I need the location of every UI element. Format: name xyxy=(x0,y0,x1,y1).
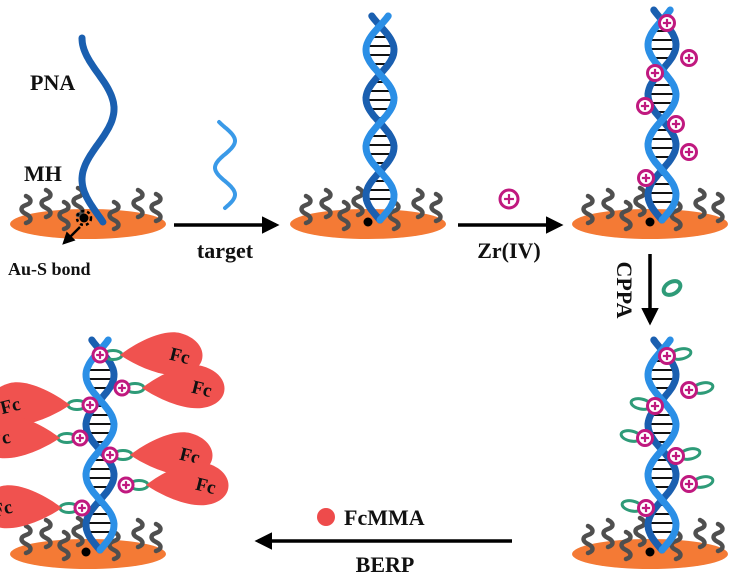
fcmma-label: FcMMA xyxy=(344,505,425,530)
au-s-pointer-arrow xyxy=(62,226,81,245)
mh-molecule xyxy=(633,185,647,218)
anchor-dot xyxy=(79,213,89,223)
fc-label: Fc xyxy=(189,377,214,402)
mh-molecule xyxy=(19,523,33,556)
mh-molecule xyxy=(131,187,145,220)
fc-label: Fc xyxy=(167,344,192,369)
panel-zr-bound xyxy=(572,6,728,239)
mh-molecule xyxy=(131,517,145,550)
mh-molecule xyxy=(149,521,163,554)
mh-molecule xyxy=(711,191,725,224)
pna-strand xyxy=(362,12,398,224)
mh-molecule xyxy=(633,515,647,548)
mh-label: MH xyxy=(24,161,62,186)
fcmma-dot-icon xyxy=(317,508,335,526)
cppa-icon xyxy=(661,279,683,297)
target-strand-icon xyxy=(213,120,237,210)
mh-molecule xyxy=(319,187,333,220)
mh-molecule xyxy=(387,199,401,232)
mh-molecule xyxy=(39,187,53,220)
fc-label: Fc xyxy=(0,394,23,419)
berp-label: BERP xyxy=(356,552,415,577)
pna-label: PNA xyxy=(30,70,75,95)
mh-molecule xyxy=(149,191,163,224)
pna-strand xyxy=(82,336,118,554)
anchor-dot xyxy=(363,217,373,227)
mh-molecule xyxy=(619,199,633,232)
au-s-bond-marker xyxy=(75,209,93,227)
fc-polymer-blob xyxy=(0,485,62,529)
anchor-dot xyxy=(81,547,91,557)
cppa-icon xyxy=(661,279,683,297)
mh-molecule xyxy=(693,517,707,550)
mh-molecule xyxy=(669,199,683,232)
zr-label: Zr(IV) xyxy=(477,238,541,263)
mh-molecule xyxy=(351,185,365,218)
fc-polymer-blob xyxy=(0,415,60,459)
mh-molecule xyxy=(619,529,633,562)
mh-molecule xyxy=(429,191,443,224)
mh-molecule xyxy=(107,529,121,562)
fc-label: Fc xyxy=(193,474,218,499)
fc-label: Fc xyxy=(0,497,15,522)
mh-molecule xyxy=(581,193,595,226)
panel-pna-probe xyxy=(10,34,166,239)
au-s-bond-label: Au-S bond xyxy=(8,259,91,279)
mh-molecule xyxy=(57,529,71,562)
mh-molecule xyxy=(711,521,725,554)
panel-cppa-bound xyxy=(572,336,728,569)
anchor-dot xyxy=(645,547,655,557)
dna-target-strand xyxy=(362,12,398,224)
fc-polymer-blob xyxy=(146,462,229,506)
cppa-label: CPPA xyxy=(612,261,637,318)
pna-strand xyxy=(644,336,680,554)
mh-molecule xyxy=(601,187,615,220)
pna-strand xyxy=(78,34,118,226)
arrow-cppa: CPPA xyxy=(612,254,683,326)
mh-molecule xyxy=(693,187,707,220)
mh-molecule xyxy=(107,199,121,232)
mh-molecule xyxy=(19,193,33,226)
zr-ion-icon xyxy=(498,188,520,210)
fc-polymer-blob xyxy=(120,332,203,376)
mh-molecule xyxy=(39,517,53,550)
dna-target-strand xyxy=(82,336,118,554)
panel-hybridized xyxy=(290,12,446,239)
mh-molecule xyxy=(57,199,71,232)
arrow-target: target xyxy=(174,120,280,263)
mh-molecule xyxy=(71,515,85,548)
arrow-berp: FcMMA BERP xyxy=(254,505,512,577)
anchor-dot xyxy=(645,217,655,227)
mh-molecule xyxy=(337,199,351,232)
mh-molecule xyxy=(299,193,313,226)
fc-polymer-blob xyxy=(0,382,70,426)
mh-molecule xyxy=(601,517,615,550)
mh-molecule xyxy=(581,523,595,556)
fc-polymer-blob xyxy=(142,365,225,409)
mh-molecule xyxy=(669,529,683,562)
arrow-zr: Zr(IV) xyxy=(458,188,564,263)
mh-molecule xyxy=(411,187,425,220)
target-label: target xyxy=(197,238,254,263)
pna-strand xyxy=(644,6,680,224)
